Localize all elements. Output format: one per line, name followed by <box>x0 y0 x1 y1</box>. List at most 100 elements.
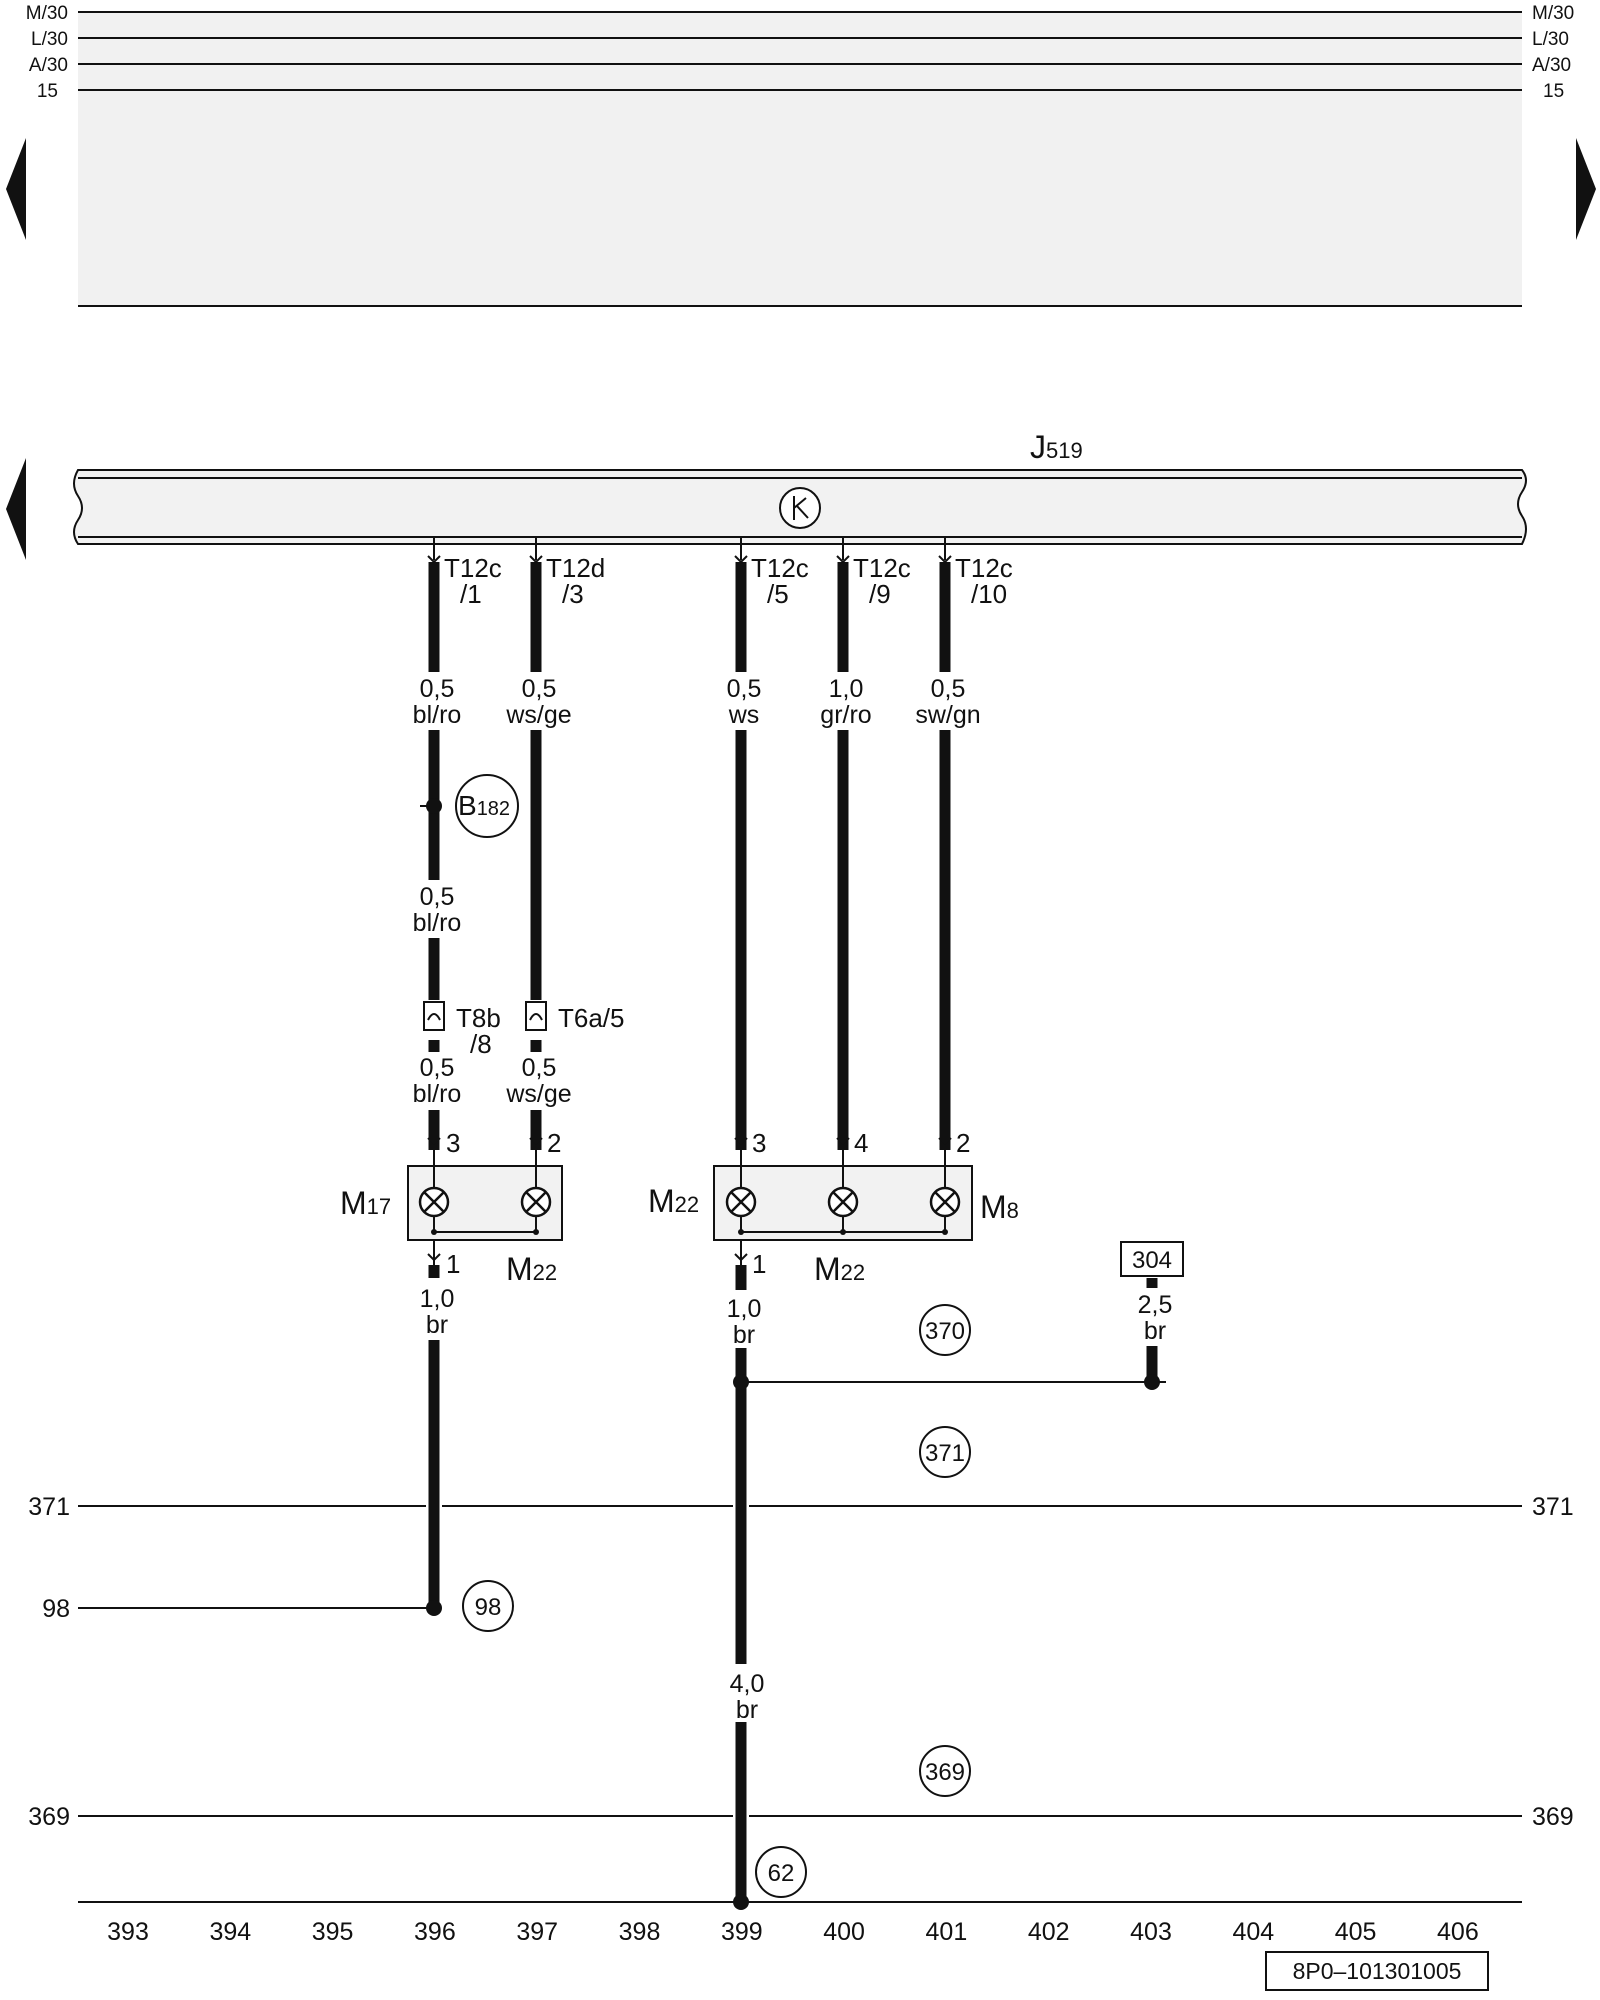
bulb-cross <box>730 1191 752 1213</box>
junction-dot <box>426 1600 442 1616</box>
lamp-housing-left: 3 2 1 M17 M22 <box>340 1128 563 1287</box>
ruler-label: 393 <box>107 1918 149 1946</box>
wire-color: bl/ro <box>413 701 462 729</box>
pin-number: 2 <box>547 1128 561 1158</box>
bulb-cross <box>423 1191 445 1213</box>
splice-label: B182 <box>458 790 510 821</box>
rail-label-right: 15 <box>1543 81 1564 102</box>
pin-arrow-icon <box>734 1253 748 1262</box>
junction-dot <box>738 1229 744 1235</box>
wire-color: br <box>1144 1317 1166 1345</box>
pin-arrow-icon <box>734 1137 748 1146</box>
pin-number: 3 <box>446 1128 460 1158</box>
ruler-label: 398 <box>619 1918 661 1946</box>
label-gap <box>404 672 464 730</box>
wire-color: ws <box>728 701 760 729</box>
connector-id: T12c <box>444 553 502 583</box>
pin-arrow-icon <box>938 1137 952 1146</box>
pin-number: 1 <box>446 1249 460 1279</box>
label-gap <box>716 1290 768 1348</box>
ref-circle-label: 98 <box>475 1594 502 1621</box>
side-ref-label: 371 <box>28 1493 70 1521</box>
wire-color: ws/ge <box>505 1080 571 1108</box>
connector-pin: /9 <box>869 579 891 609</box>
inline-connector-icon <box>525 1001 547 1031</box>
ruler-label: 394 <box>209 1918 251 1946</box>
top-rails: M/30 L/30 A/30 15 M/30 L/30 A/30 15 <box>26 3 1574 307</box>
splice-dot <box>426 798 442 814</box>
prev-page-arrow-icon[interactable] <box>6 138 26 240</box>
continued-left-arrow-icon[interactable] <box>6 458 26 560</box>
wire-size: 0,5 <box>727 675 762 703</box>
ground-points: 304 <box>426 1241 1184 1910</box>
wire-labels: 0,5 bl/ro 0,5 ws/ge 0,5 ws 1,0 gr/ro 0,5… <box>404 672 1180 1724</box>
connector-id: T12c <box>955 553 1013 583</box>
ruler-label: 395 <box>312 1918 354 1946</box>
pin-number: 4 <box>854 1128 868 1158</box>
junction-dot <box>733 1374 749 1390</box>
control-unit-j519: J519 <box>73 429 1527 545</box>
ref-circle <box>919 1745 971 1797</box>
pin-arrow-icon <box>529 1137 543 1146</box>
rail-area <box>78 12 1522 306</box>
wire-size: 0,5 <box>522 1054 557 1082</box>
junction-dot <box>1144 1374 1160 1390</box>
label-gap <box>404 1052 464 1110</box>
lamp-housing-right: 3 4 2 1 M22 M8 M22 <box>648 1128 1019 1287</box>
label-gap <box>1128 1288 1180 1346</box>
rail-label-right: A/30 <box>1532 55 1571 76</box>
bulb-cross <box>832 1191 854 1213</box>
next-page-arrow-icon[interactable] <box>1576 138 1596 240</box>
wire-color: br <box>736 1696 758 1724</box>
ref-circle <box>919 1426 971 1478</box>
component-label: M8 <box>980 1189 1019 1225</box>
connector-pin: /1 <box>460 579 482 609</box>
boxed-reference-label: 304 <box>1132 1247 1172 1274</box>
control-unit-label: J519 <box>1030 429 1083 465</box>
component-label: M22 <box>648 1183 699 1219</box>
cross-reference-lines: 371 371 98 369 369 <box>28 1493 1573 1831</box>
ruler-label: 397 <box>516 1918 558 1946</box>
ruler-label: 396 <box>414 1918 456 1946</box>
wire-size: 4,0 <box>730 1670 765 1698</box>
label-gap <box>410 1278 460 1340</box>
inline-connector-glyph <box>529 1013 543 1021</box>
boxed-reference <box>1120 1241 1184 1277</box>
pin-number: 3 <box>752 1128 766 1158</box>
ruler-label: 406 <box>1437 1918 1479 1946</box>
inline-connector-pin: /8 <box>470 1029 492 1059</box>
ruler-label: 401 <box>926 1918 968 1946</box>
connector-pin: /5 <box>767 579 789 609</box>
wire-color: br <box>733 1321 755 1349</box>
junction-dot <box>840 1229 846 1235</box>
wire-size: 1,0 <box>420 1285 455 1313</box>
wire-color: sw/gn <box>915 701 980 729</box>
splice-b182: B182 <box>426 774 519 838</box>
pin-arrow-icon <box>836 555 850 564</box>
wire-color: br <box>426 1311 448 1339</box>
label-gap <box>716 1664 768 1722</box>
label-gap <box>716 672 768 730</box>
inline-connectors: T8b /8 T6a/5 <box>423 1001 625 1059</box>
component-label: M22 <box>814 1251 865 1287</box>
ref-circle-label: 62 <box>768 1860 795 1887</box>
ruler-label: 403 <box>1130 1918 1172 1946</box>
wire-size: 0,5 <box>420 675 455 703</box>
rail-label-left: L/30 <box>31 29 68 50</box>
wire-color: ws/ge <box>505 701 571 729</box>
connector-id: T12c <box>751 553 809 583</box>
wire-color: gr/ro <box>820 701 871 729</box>
inline-connector-id: T8b <box>456 1003 501 1033</box>
pin-arrow-icon <box>938 555 952 564</box>
pin-arrow-icon <box>734 555 748 564</box>
pin-arrow-icon <box>836 1137 850 1146</box>
ruler-label: 402 <box>1028 1918 1070 1946</box>
label-gap <box>500 1052 574 1110</box>
connector-id: T12c <box>853 553 911 583</box>
connector-pin: /3 <box>562 579 584 609</box>
wire-color: bl/ro <box>413 909 462 937</box>
ref-circle-label: 371 <box>925 1440 965 1467</box>
